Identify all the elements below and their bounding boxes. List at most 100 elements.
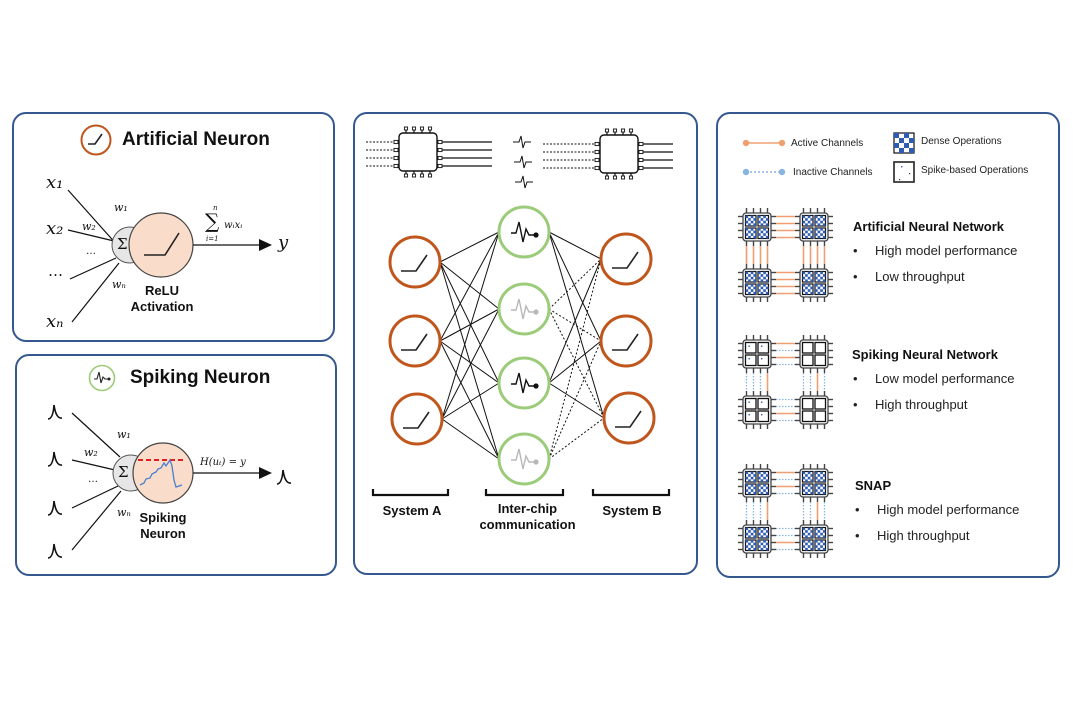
- relu-icon: [401, 254, 428, 272]
- legend-active-channels: Active Channels: [791, 138, 864, 149]
- mini-chip: [738, 208, 776, 246]
- snap-point-2: • High throughput: [855, 528, 970, 543]
- bullet-text: Low throughput: [875, 269, 965, 284]
- synapse-edge-a: [439, 340, 500, 460]
- bullet-dot: •: [855, 528, 860, 543]
- mini-chip: [738, 264, 776, 302]
- spike-icon: [511, 448, 535, 470]
- input-edge: [71, 262, 120, 323]
- spike-icon: [511, 372, 535, 394]
- synapse-edge-a: [441, 382, 500, 420]
- dense-op-block: [801, 270, 814, 283]
- dense-op-block: [801, 470, 814, 483]
- input-edge: [67, 189, 119, 247]
- spiking-neuron-label: Spiking Neuron: [130, 510, 196, 542]
- dense-op-block: [757, 470, 770, 483]
- dense-op-block: [744, 526, 757, 539]
- spiking-label-line1: Spiking: [139, 510, 187, 525]
- synapse-edge-a: [439, 340, 500, 384]
- spike-op-block: [744, 341, 757, 354]
- synapse-edge-b-active: [548, 231, 602, 260]
- ann-title: Artificial Neural Network: [853, 219, 1004, 234]
- bullet-text: High throughput: [877, 528, 970, 543]
- mini-chip: [738, 520, 776, 558]
- dense-op-block: [757, 227, 770, 240]
- bullet-dot: •: [853, 397, 858, 412]
- bullet-dot: •: [855, 502, 860, 517]
- dense-op-block: [801, 539, 814, 552]
- input-spike-icon: [47, 404, 63, 420]
- system-a-label: System A: [382, 503, 442, 518]
- legend-dense-operations: Dense Operations: [921, 136, 1002, 147]
- sum-symbol: Σ: [118, 463, 129, 481]
- spike-op-block: [744, 410, 757, 423]
- idle-op-block: [801, 410, 814, 423]
- spiking-label-line2: Neuron: [140, 526, 186, 541]
- synapse-edge-b-active: [548, 258, 602, 384]
- input-dots: …: [48, 262, 63, 280]
- weight-dots: …: [86, 246, 96, 257]
- dense-op-block: [744, 470, 757, 483]
- legend-inactive-channel-icon: [742, 168, 786, 176]
- snn-title: Spiking Neural Network: [852, 347, 998, 362]
- weight-dots: …: [88, 474, 98, 485]
- dense-op-block: [757, 539, 770, 552]
- mini-chip: [795, 391, 833, 429]
- spike-op-block: [744, 354, 757, 367]
- dense-op-block: [757, 483, 770, 496]
- spike-op-block: [757, 354, 770, 367]
- synapse-edge-a: [441, 231, 500, 420]
- idle-op-block: [814, 354, 827, 367]
- artificial-neuron-title: Artificial Neuron: [122, 129, 270, 150]
- dense-op-block: [801, 283, 814, 296]
- synapse-edge-b-inactive: [548, 258, 602, 460]
- group-bracket: [591, 489, 671, 497]
- dense-op-block: [801, 214, 814, 227]
- input-edge: [71, 485, 119, 509]
- transmitted-spike-icon: [514, 155, 532, 169]
- input-edge: [71, 490, 122, 551]
- input-x1: x₁: [46, 172, 64, 193]
- output-formula: H(uₜ) = y: [200, 457, 246, 468]
- dense-op-block: [814, 214, 827, 227]
- spiking-neuron-active: [497, 356, 551, 410]
- weight-wn: wₙ: [112, 278, 126, 291]
- spiking-neuron-inactive: [497, 282, 551, 336]
- bullet-text: Low model performance: [875, 371, 1015, 386]
- legend-dense-operations-icon: [893, 132, 915, 154]
- dense-op-block: [814, 283, 827, 296]
- bullet-dot: •: [853, 269, 858, 284]
- mini-chip: [795, 208, 833, 246]
- dense-op-block: [744, 539, 757, 552]
- idle-op-block: [814, 341, 827, 354]
- input-spike-icon: [47, 543, 63, 559]
- dense-op-block: [801, 526, 814, 539]
- spike-op-block: [757, 341, 770, 354]
- legend-active-channel-icon: [742, 139, 786, 147]
- sum-symbol: Σ: [117, 235, 128, 253]
- output-spike-icon: [276, 469, 292, 485]
- bullet-text: High model performance: [875, 243, 1018, 258]
- input-spike-icon: [47, 500, 63, 516]
- output-y: y: [278, 232, 289, 253]
- relu-activation-label: ReLU Activation: [126, 283, 198, 315]
- dense-op-block: [814, 470, 827, 483]
- spiking-neuron-active: [497, 205, 551, 259]
- bullet-text: High model performance: [877, 502, 1020, 517]
- dense-op-block: [757, 270, 770, 283]
- artificial-neuron-diagram: [67, 189, 272, 323]
- snap-point-1: • High model performance: [855, 502, 1019, 517]
- relu-neuron: [599, 314, 653, 368]
- input-edge: [67, 229, 115, 242]
- weight-w2: w₂: [84, 446, 98, 459]
- input-xn: xₙ: [46, 311, 64, 332]
- synapse-edge-a: [439, 308, 500, 342]
- synapse-edge-b-active: [548, 340, 602, 384]
- relu-label-line2: Activation: [130, 299, 194, 314]
- synapse-edge-a: [441, 418, 500, 460]
- mini-chip: [738, 391, 776, 429]
- system-b-label: System B: [602, 503, 662, 518]
- comparison-panel: [716, 112, 1060, 578]
- dense-op-block: [814, 270, 827, 283]
- input-spike-icons: [47, 404, 63, 559]
